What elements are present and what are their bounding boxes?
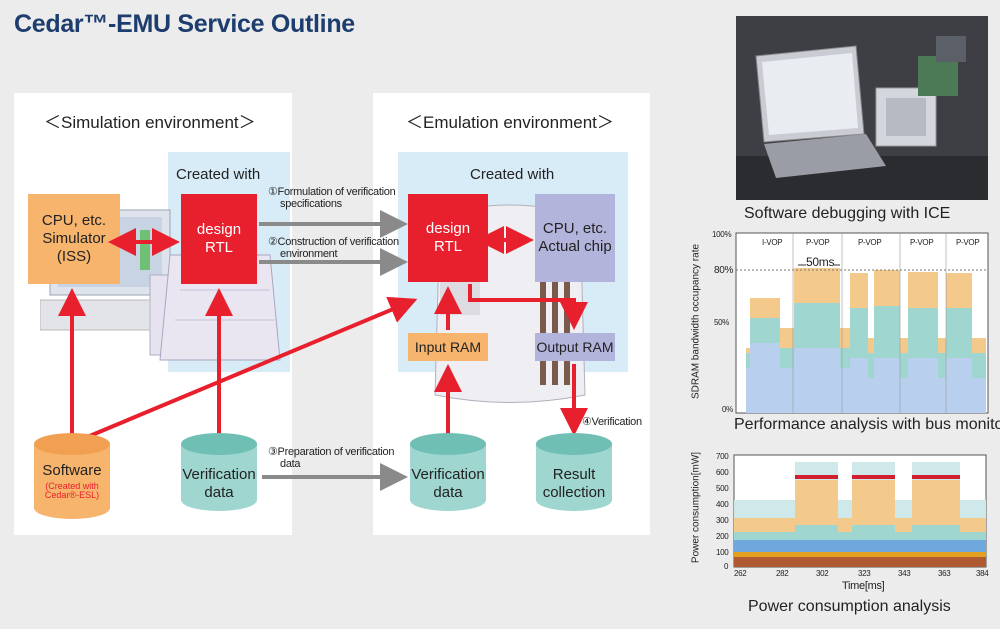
result-collection-text: Result collection: [536, 466, 612, 506]
bus-frame-label: I-VOP: [762, 238, 783, 247]
bus-frame-label: P-VOP: [910, 238, 934, 247]
step2-line: ②Construction of verification: [268, 236, 399, 248]
step1-label: ①Formulation of verification specificati…: [268, 186, 396, 210]
result-collection-cylinder: [536, 433, 612, 511]
cpu-simulator-line: Simulator: [42, 230, 106, 247]
vdata-line: data: [433, 484, 463, 501]
cpu-simulator-line: (ISS): [56, 248, 92, 265]
verification-data-right-cylinder: [410, 433, 486, 511]
rtl-line: RTL: [204, 239, 234, 256]
power-chart-fill: [734, 462, 986, 567]
power-xtick: 384: [976, 569, 989, 578]
sim-design-rtl-box: design RTL: [181, 194, 257, 284]
step2-line: environment: [280, 248, 338, 260]
simulation-created-with: Created with: [176, 166, 261, 183]
cpu-simulator-line: CPU, etc.: [41, 212, 107, 229]
bus-ylabel-wrap: SDRAM bandwidth occupancy rate: [688, 230, 702, 414]
step2-label: ②Construction of verification environmen…: [268, 236, 399, 260]
photo-caption: Software debugging with ICE: [744, 205, 951, 222]
power-xtick: 323: [858, 569, 871, 578]
verification-data-left-cylinder: [181, 433, 257, 511]
cpu-simulator-box: CPU, etc. Simulator (ISS): [28, 194, 120, 284]
bus-ytick: 0%: [722, 405, 733, 414]
bus-monitor-chart: [735, 232, 989, 414]
software-cylinder: [34, 433, 110, 519]
power-chart: [733, 454, 987, 568]
power-xtick: 282: [776, 569, 789, 578]
bus-ytick: 80%: [714, 265, 734, 276]
power-ylabel-wrap: Power consumption[mW]: [688, 448, 702, 568]
flow-arrows: [34, 210, 612, 519]
input-ram-box: Input RAM: [408, 333, 488, 361]
power-xtick: 343: [898, 569, 911, 578]
step3-label: ③Preparation of verification data: [268, 446, 395, 470]
page-title: Cedar™-EMU Service Outline: [14, 10, 355, 38]
vdata-line: Verification: [182, 466, 256, 483]
rtl-line: RTL: [433, 238, 463, 255]
output-ram-box: Output RAM: [535, 333, 615, 361]
actual-chip-box: CPU, etc. Actual chip: [535, 194, 615, 282]
bus-chart-caption: Performance analysis with bus monitor: [734, 416, 1000, 433]
verification-data-left-text: Verification data: [181, 466, 257, 506]
power-ytick: 0: [724, 562, 729, 571]
step3-line: ③Preparation of verification: [268, 446, 395, 458]
step1-line: ①Formulation of verification: [268, 186, 396, 198]
bus-chart-ylabel: SDRAM bandwidth occupancy rate: [690, 243, 702, 400]
ice-photo: [736, 16, 988, 200]
bus-ytick: 50%: [714, 318, 730, 327]
vdata-line: data: [204, 484, 234, 501]
bus-frame-label: P-VOP: [858, 238, 882, 247]
emulation-created-with: Created with: [470, 166, 555, 183]
power-ytick: 300: [716, 516, 729, 525]
power-ytick: 500: [716, 484, 729, 493]
bus-chart-fill: [746, 268, 986, 413]
power-xtick: 363: [938, 569, 951, 578]
bus-ytick: 100%: [712, 230, 732, 239]
result-line: collection: [542, 484, 606, 501]
emu-design-rtl-box: design RTL: [408, 194, 488, 282]
power-chart-caption: Power consumption analysis: [748, 598, 951, 615]
result-line: Result: [552, 466, 596, 483]
bus-frame-label: P-VOP: [956, 238, 980, 247]
arrow-rtl-output: [468, 284, 588, 330]
software-note: Cedar®-ESL): [44, 490, 100, 500]
bus-frame-label: P-VOP: [806, 238, 830, 247]
rtl-line: design: [425, 220, 471, 237]
power-ytick: 200: [716, 532, 729, 541]
rtl-line: design: [196, 221, 242, 238]
power-ytick: 100: [716, 548, 729, 557]
emulation-env-title: ＜Emulation environment＞: [406, 113, 614, 132]
actual-chip-line: CPU, etc.: [542, 220, 608, 237]
software-note: (Created with: [45, 481, 99, 491]
arrow-software-emu: [79, 296, 418, 442]
interval-label: 50ms: [806, 255, 835, 269]
simulation-env-title: ＜Simulation environment＞: [44, 113, 256, 132]
power-ytick: 400: [716, 500, 729, 509]
vdata-line: Verification: [411, 466, 485, 483]
power-chart-ylabel: Power consumption[mW]: [690, 451, 702, 564]
software-text: Software (Created with Cedar®-ESL): [34, 462, 110, 522]
step4-label: ④Verification: [582, 416, 642, 428]
power-ytick: 700: [716, 452, 729, 461]
power-xtick: 262: [734, 569, 747, 578]
power-xtick: 302: [816, 569, 829, 578]
step3-line: data: [280, 458, 301, 470]
step1-line: specifications: [280, 198, 342, 210]
verification-data-right-text: Verification data: [410, 466, 486, 506]
software-label: Software: [42, 462, 102, 479]
power-xlabel: Time[ms]: [842, 580, 885, 592]
actual-chip-line: Actual chip: [538, 238, 612, 255]
power-ytick: 600: [716, 468, 729, 477]
